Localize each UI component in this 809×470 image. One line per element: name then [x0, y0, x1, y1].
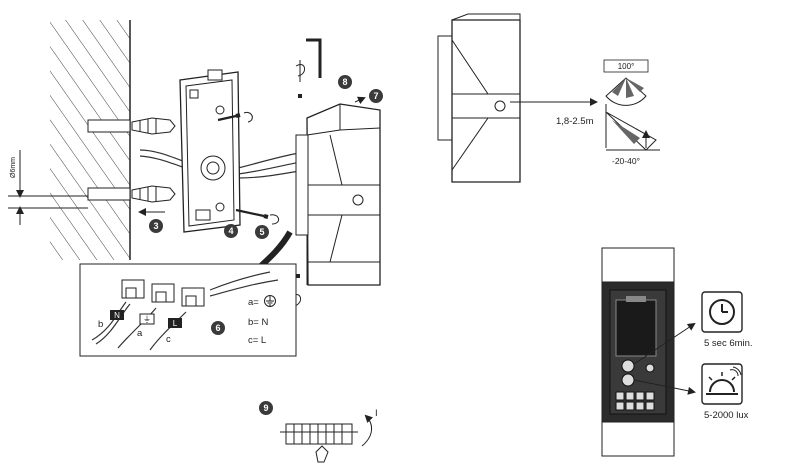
wall-plug-bottom — [131, 185, 176, 203]
screw-top — [217, 111, 253, 123]
wire-a-label: a — [137, 328, 143, 339]
step-5-badge: 5 — [255, 225, 269, 239]
l-terminal-mark: L — [168, 318, 182, 328]
svg-text:6: 6 — [215, 323, 220, 333]
ground-icon — [264, 295, 276, 307]
vertical-angle-label: -20-40° — [612, 156, 640, 166]
time-dial-arrow — [633, 322, 696, 365]
svg-text:7: 7 — [373, 91, 378, 101]
lux-dial-arrow — [633, 379, 696, 395]
slide-arrow — [354, 96, 366, 105]
drill-diameter-label: Ø6mm — [10, 157, 17, 178]
legend-a: a= — [248, 297, 259, 308]
horizontal-angle-label: 100° — [618, 62, 635, 71]
wiring-wires — [91, 271, 279, 351]
lux-range-label: 5-2000 lux — [704, 410, 749, 421]
svg-text:8: 8 — [342, 77, 347, 87]
thread-detail — [280, 423, 358, 463]
legend-c: c= L — [248, 335, 266, 346]
svg-text:9: 9 — [263, 403, 268, 413]
wall-plug-top — [131, 117, 176, 135]
n-terminal-mark: N — [110, 310, 124, 320]
step-6-badge: 6 — [211, 321, 225, 335]
mounting-plate — [179, 69, 241, 233]
wire-b-label: b — [98, 319, 103, 330]
sunrise-icon — [706, 366, 742, 395]
terminal-block — [121, 279, 205, 307]
assembled-lamp — [437, 13, 521, 183]
ground-terminal-mark: ⏚ — [139, 313, 155, 325]
step-8-badge: 8 — [338, 75, 352, 89]
vertical-angle-diagram: -20-40° — [605, 104, 660, 166]
step-7-badge: 7 — [369, 89, 383, 103]
clock-icon — [709, 299, 735, 325]
step-4-badge: 4 — [224, 224, 238, 238]
time-setting-box: 5 sec 6min. — [701, 291, 753, 349]
wire-c-label: c — [166, 334, 171, 345]
wall — [50, 20, 131, 260]
svg-text:N: N — [114, 311, 120, 320]
wiring-detail-box: N ⏚ L b a c a= b= N c= L — [79, 263, 297, 357]
drill-dimension: Ø6mm — [8, 150, 88, 225]
screw-turn-icon-top — [295, 60, 305, 98]
svg-text:3: 3 — [153, 221, 158, 231]
hex-key-icon — [306, 38, 322, 78]
rotate-label: I — [375, 408, 378, 419]
svg-text:⏚: ⏚ — [143, 315, 151, 324]
svg-text:5: 5 — [259, 227, 264, 237]
step-9-badge: 9 — [259, 401, 273, 415]
step-3-badge: 3 — [149, 219, 163, 233]
svg-text:4: 4 — [228, 226, 233, 236]
horizontal-angle-diagram: 100° — [603, 59, 649, 106]
screw-bottom — [235, 208, 279, 225]
rotate-arrow — [361, 414, 374, 447]
control-panel-unit — [601, 247, 675, 457]
lux-setting-box: 5-2000 lux — [701, 363, 749, 421]
time-range-label: 5 sec 6min. — [704, 338, 753, 349]
legend-b: b= N — [248, 317, 268, 328]
lamp-housing — [295, 103, 381, 286]
svg-text:L: L — [173, 319, 178, 328]
mount-height-label: 1,8-2.5m — [556, 116, 594, 127]
